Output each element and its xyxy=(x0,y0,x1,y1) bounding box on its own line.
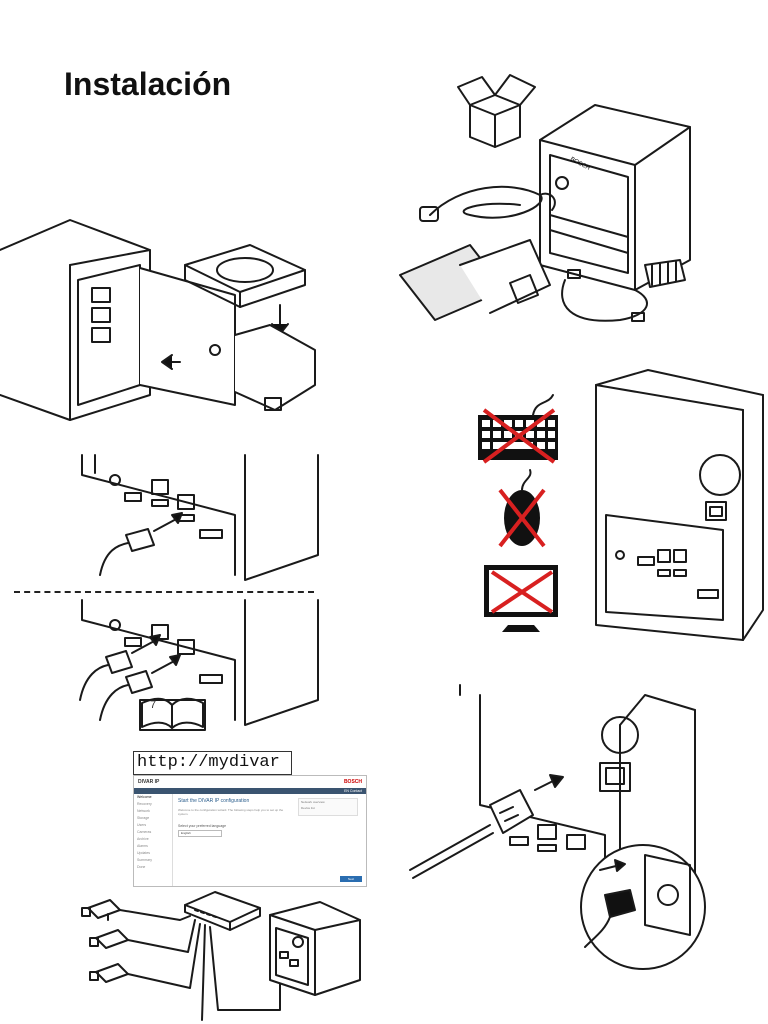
keyboard-icon xyxy=(478,394,558,460)
language-select[interactable]: English xyxy=(178,830,222,837)
wizard-heading: Start the DIVAR IP configuration xyxy=(178,798,250,804)
camera-network-illustration xyxy=(81,891,361,1021)
sidebar-item[interactable]: Cameras xyxy=(137,830,152,834)
power-connection-illustration xyxy=(409,684,706,970)
app-brand: DIVAR IP xyxy=(138,779,160,785)
sidebar-item[interactable]: Updates xyxy=(137,851,151,855)
wizard-paragraph: Welcome to the configuration wizard. The… xyxy=(178,808,284,816)
wizard-sidebar: Welcome Recovery Network Storage Users C… xyxy=(134,794,173,886)
keyboard-cross-icon xyxy=(482,408,556,464)
wizard-main: Start the DIVAR IP configuration Welcome… xyxy=(178,798,294,837)
camera-icon xyxy=(89,963,129,983)
hard-drive-installation-illustration xyxy=(0,219,316,421)
camera-icon xyxy=(81,899,121,921)
package-contents-illustration: BOSCH xyxy=(399,74,691,322)
network-connection-illustration xyxy=(79,454,319,731)
monitor-cross-icon xyxy=(490,570,554,614)
sidebar-item[interactable]: Alarms xyxy=(137,844,148,848)
panel-line: Network overview xyxy=(301,800,325,804)
sidebar-item[interactable]: Summary xyxy=(137,858,152,862)
info-panel: Network overview Device list xyxy=(298,798,358,816)
sidebar-item[interactable]: Done xyxy=(137,865,146,869)
bosch-logo: BOSCH xyxy=(343,779,362,785)
camera-icon xyxy=(89,929,129,949)
url-bar[interactable]: http://mydivar xyxy=(133,751,292,775)
mouse-cross-icon xyxy=(498,488,546,548)
divider-dashed-line xyxy=(14,591,314,593)
sidebar-item[interactable]: Storage xyxy=(137,816,150,820)
language-label: Select your preferred language xyxy=(178,824,227,828)
page-title: Instalación xyxy=(64,66,232,102)
next-button[interactable]: Next xyxy=(340,876,362,882)
sidebar-item[interactable]: Archive xyxy=(137,837,149,841)
browser-window: DIVAR IP BOSCH EN Contact Welcome Recove… xyxy=(133,775,367,887)
sidebar-item[interactable]: Users xyxy=(137,823,147,827)
manual-page-number: 7 xyxy=(150,699,157,711)
panel-line: Device list xyxy=(301,806,315,810)
sidebar-item[interactable]: Welcome xyxy=(137,795,152,799)
sidebar-item[interactable]: Recovery xyxy=(137,802,152,806)
no-peripherals-illustration xyxy=(478,369,764,641)
sidebar-item[interactable]: Network xyxy=(137,809,150,813)
top-bar: EN Contact xyxy=(134,788,366,794)
